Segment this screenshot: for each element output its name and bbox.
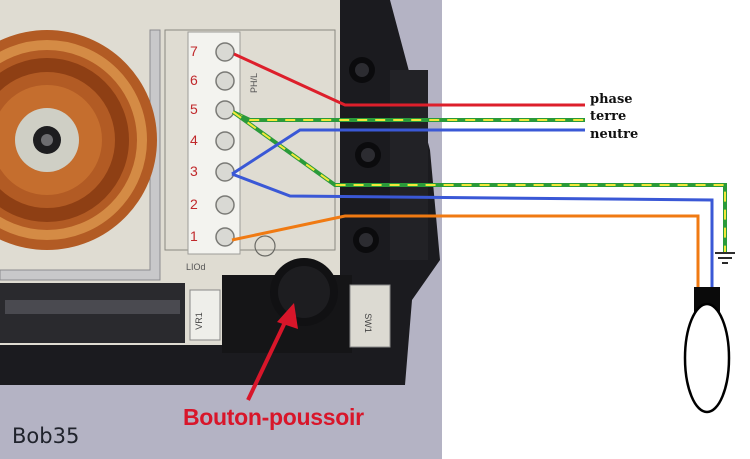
board-mark-lamp: LIOd bbox=[186, 262, 206, 272]
terminal-number-1: 1 bbox=[190, 228, 198, 244]
switch-body bbox=[349, 284, 391, 348]
lamp-feed-wire bbox=[231, 214, 700, 287]
terminal-number-3: 3 bbox=[190, 163, 198, 179]
terminal-number-6: 6 bbox=[190, 72, 198, 88]
phase-label: phase bbox=[590, 92, 633, 107]
metal-bracket bbox=[0, 29, 161, 281]
callout-arrow-icon bbox=[246, 303, 298, 401]
board-mark-ph: PH/L bbox=[249, 72, 260, 94]
terminal-number-2: 2 bbox=[190, 196, 198, 212]
phase-wire bbox=[233, 52, 585, 107]
earth-label: terre bbox=[590, 109, 627, 124]
terminal-number-5: 5 bbox=[190, 101, 198, 117]
housing-screws bbox=[349, 57, 381, 253]
push-button-callout-label: Bouton-poussoir bbox=[183, 404, 364, 430]
board-mark-vr1: VR1 bbox=[193, 312, 204, 330]
terminal-number-4: 4 bbox=[190, 132, 198, 148]
board-outline bbox=[164, 29, 336, 251]
toroid-coil bbox=[0, 30, 157, 250]
lamp-symbol bbox=[254, 235, 276, 257]
lamp-icon bbox=[683, 287, 731, 414]
ground-symbol-icon bbox=[715, 252, 735, 264]
neutral-label: neutre bbox=[590, 127, 639, 142]
neutral-wire bbox=[231, 128, 714, 287]
potentiometer bbox=[189, 289, 221, 341]
author-watermark: Bob35 bbox=[12, 424, 80, 448]
terminal-block bbox=[187, 31, 241, 255]
terminal-screws bbox=[215, 42, 235, 247]
slider-groove bbox=[5, 300, 180, 314]
earth-wire bbox=[231, 110, 727, 252]
terminal-number-7: 7 bbox=[190, 43, 198, 59]
housing-tab bbox=[390, 70, 428, 260]
board-mark-sw1: SW1 bbox=[362, 313, 373, 333]
